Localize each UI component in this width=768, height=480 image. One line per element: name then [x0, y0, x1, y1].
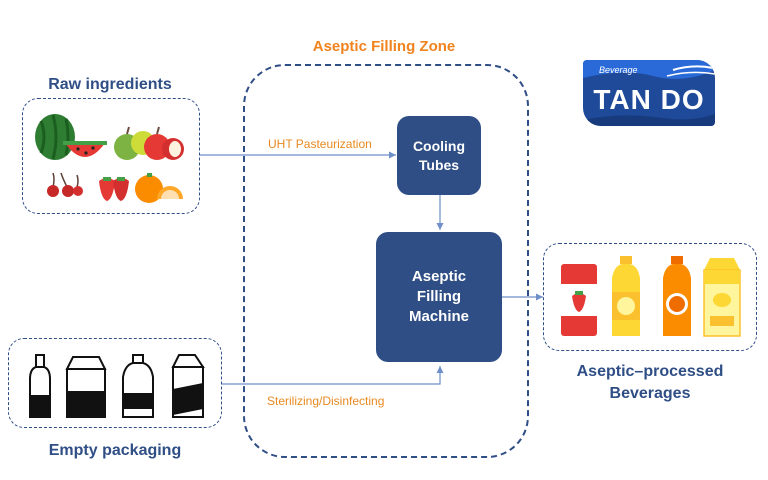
carton-icon — [65, 356, 107, 418]
orange-bottle-icon — [663, 256, 691, 336]
aseptic-filling-machine-node: Aseptic Filling Machine — [376, 232, 502, 362]
apples-icon — [114, 126, 184, 160]
packaging-illustration — [29, 354, 205, 418]
glass-bottle-icon — [29, 354, 51, 418]
gable-carton-icon — [171, 354, 205, 418]
strawberry-can-icon — [561, 264, 597, 336]
beverages-label-line1: Aseptic–processed — [576, 363, 724, 380]
cooling-tubes-line1: Cooling — [412, 137, 466, 154]
raw-ingredients-box — [22, 98, 200, 214]
empty-packaging-label: Empty packaging — [48, 442, 182, 459]
lemon-juice-carton-icon — [703, 258, 741, 337]
sterilizing-label: Sterilizing/Disinfecting — [267, 394, 385, 408]
tan-do-logo: Beverage TAN DO — [583, 60, 715, 126]
logo-wave-shape — [583, 60, 715, 126]
machine-line3: Machine — [408, 308, 469, 326]
yellow-bottle-icon — [612, 256, 640, 336]
logo-brand-text: TAN DO — [593, 84, 705, 115]
strawberries-icon — [99, 177, 129, 201]
zone-title: Aseptic Filling Zone — [312, 38, 456, 55]
uht-pasteurization-label: UHT Pasteurization — [268, 137, 372, 151]
beverages-box — [543, 243, 757, 351]
machine-line1: Aseptic — [411, 267, 467, 285]
cooling-tubes-line2: Tubes — [418, 156, 460, 173]
machine-line2: Filling — [416, 287, 462, 305]
jug-icon — [122, 354, 154, 418]
beverages-illustration — [561, 256, 741, 337]
sterilizing-arrow — [222, 366, 444, 385]
cherries-icon — [47, 172, 83, 197]
beverages-label-line2: Beverages — [609, 384, 691, 402]
raw-ingredients-label: Raw ingredients — [48, 76, 172, 93]
empty-packaging-box — [8, 338, 222, 428]
fruits-illustration — [35, 114, 184, 203]
orange-icon — [135, 173, 183, 203]
cooling-tubes-node: Cooling Tubes — [397, 116, 481, 195]
aseptic-filling-zone — [243, 64, 529, 458]
watermelon-icon — [35, 114, 107, 160]
logo-small-text: Beverage — [599, 65, 638, 75]
beverages-label: Aseptic–processed Beverages — [543, 361, 757, 404]
